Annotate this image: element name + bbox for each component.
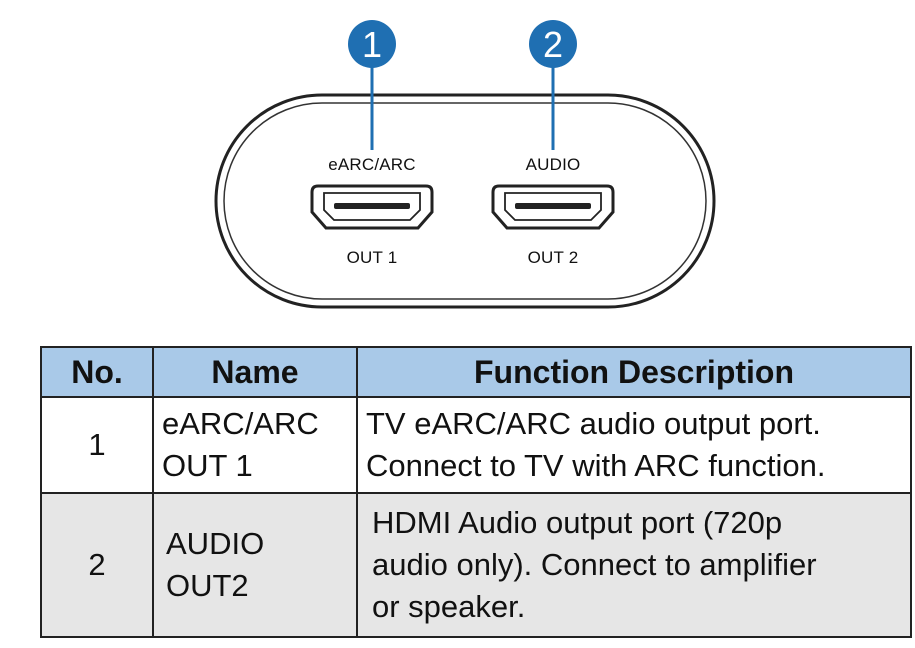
port-1-bottom-label: OUT 1 [346,248,398,267]
port-2-bottom-label: OUT 2 [527,248,579,267]
callout-1-number: 1 [362,24,382,65]
header-no: No. [40,346,154,398]
callout-2-number: 2 [543,24,563,65]
device-diagram: 1 2 [214,20,716,309]
row-name: AUDIO OUT2 [152,492,358,638]
row-description-line: or speaker. [372,589,526,624]
row-number: 1 [40,396,154,494]
hdmi-port-icon [491,184,615,230]
header-function-description: Function Description [356,346,912,398]
row-name-line: eARC/ARC [162,406,319,441]
callout-1-badge [348,20,396,68]
function-table: No. Name Function Description 1 eARC/ARC… [40,346,912,638]
row-name-line: OUT 1 [162,448,253,483]
table-header-row: No. Name Function Description [40,346,912,398]
table-row: 1 eARC/ARC OUT 1 TV eARC/ARC audio outpu… [40,396,912,494]
row-name-line: AUDIO [166,526,265,561]
row-name: eARC/ARC OUT 1 [152,396,358,494]
row-number: 2 [40,492,154,638]
callout-2-badge [529,20,577,68]
row-description: TV eARC/ARC audio output port. Connect t… [356,396,912,494]
row-description: HDMI Audio output port (720p audio only)… [356,492,912,638]
row-description-line: TV eARC/ARC audio output port. [366,406,821,441]
header-name: Name [152,346,358,398]
row-description-line: HDMI Audio output port (720p [372,505,783,540]
hdmi-port-icon [310,184,434,230]
port-2-top-label: AUDIO [525,155,581,174]
device-inner-outline [223,102,707,300]
device-outline [214,93,716,309]
port-1-top-label: eARC/ARC [328,155,416,174]
table-row: 2 AUDIO OUT2 HDMI Audio output port (720… [40,492,912,638]
row-description-line: audio only). Connect to amplifier [372,547,817,582]
row-name-line: OUT2 [166,568,249,603]
row-description-line: Connect to TV with ARC function. [366,448,826,483]
